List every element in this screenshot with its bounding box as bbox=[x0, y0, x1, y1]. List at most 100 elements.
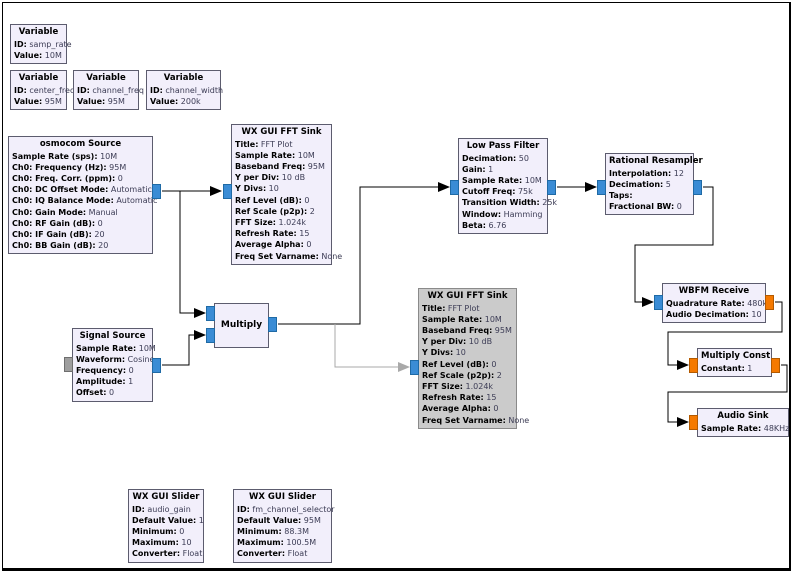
block-param: ID: fm_channel_selector bbox=[237, 504, 335, 514]
in-port-1[interactable] bbox=[206, 328, 215, 343]
in-port[interactable] bbox=[223, 184, 232, 199]
block-param: Maximum: 10 bbox=[132, 538, 192, 548]
block-param: Ch0: Freq. Corr. (ppm): 0 bbox=[12, 173, 123, 183]
block-param: Ch0: IF Gain (dB): 20 bbox=[12, 229, 105, 239]
out-port[interactable] bbox=[771, 358, 780, 373]
connection-multiply-to-low-pass-filter[interactable] bbox=[278, 182, 450, 325]
block-param: Frequency: 0 bbox=[76, 365, 134, 375]
block-param: Y Divs: 10 bbox=[235, 184, 279, 194]
block-param: ID: samp_rate bbox=[14, 39, 72, 49]
block-param: Window: Hamming bbox=[462, 209, 543, 219]
out-port[interactable] bbox=[268, 317, 277, 332]
wx-gui-fft-sink-disabled-block-title: WX GUI FFT Sink bbox=[427, 291, 508, 301]
block-param: Y per Div: 10 dB bbox=[235, 173, 306, 183]
block-param: Ref Level (dB): 0 bbox=[235, 195, 310, 205]
multiply-const-block-title: Multiply Const bbox=[701, 351, 771, 361]
block-param: Baseband Freq: 95M bbox=[422, 325, 512, 335]
block-param: Sample Rate: 10M bbox=[76, 343, 156, 353]
in-port[interactable] bbox=[410, 360, 419, 375]
block-param: Refresh Rate: 15 bbox=[422, 393, 497, 403]
out-port[interactable] bbox=[765, 295, 774, 310]
block-param: Offset: 0 bbox=[76, 388, 115, 398]
block-param: Average Alpha: 0 bbox=[235, 240, 312, 250]
out-port[interactable] bbox=[547, 180, 556, 195]
block-param: Y Divs: 10 bbox=[422, 348, 466, 358]
audio-sink-block-title: Audio Sink bbox=[717, 411, 769, 421]
connection-osmocom-to-multiply[interactable] bbox=[179, 191, 206, 318]
connection-multiply-to-disabled-fft-sink[interactable] bbox=[334, 324, 410, 372]
block-param: Baseband Freq: 95M bbox=[235, 161, 325, 171]
block-param: FFT Size: 1.024k bbox=[235, 217, 307, 227]
block-param: Freq Set Varname: None bbox=[422, 415, 530, 425]
block-param: Decimation: 50 bbox=[462, 153, 529, 163]
block-param: Default Value: 1 bbox=[132, 515, 204, 525]
in-port[interactable] bbox=[689, 358, 698, 373]
block-param: Value: 95M bbox=[14, 96, 62, 106]
out-port[interactable] bbox=[152, 184, 161, 199]
variable-channel-freq-block-title: Variable bbox=[86, 73, 126, 83]
block-param: Constant: 1 bbox=[701, 363, 753, 373]
block-param: Audio Decimation: 10 bbox=[666, 309, 762, 319]
block-param: Converter: Float bbox=[132, 549, 203, 559]
block-param: Converter: Float bbox=[237, 549, 308, 559]
block-param: Title: FFT Plot bbox=[235, 139, 293, 149]
in-port[interactable] bbox=[450, 180, 459, 195]
wx-gui-slider-fm-channel-block-title: WX GUI Slider bbox=[249, 492, 316, 502]
block-param: Ch0: IQ Balance Mode: Automatic bbox=[12, 196, 158, 206]
block-param: Quadrature Rate: 480k bbox=[666, 298, 768, 308]
block-param: ID: channel_width bbox=[150, 85, 224, 95]
in-port[interactable] bbox=[597, 180, 606, 195]
rational-resampler-block-title: Rational Resampler bbox=[609, 156, 703, 166]
block-param: ID: audio_gain bbox=[132, 504, 191, 514]
block-param: Ch0: Gain Mode: Manual bbox=[12, 207, 118, 217]
block-param: Ch0: RF Gain (dB): 0 bbox=[12, 218, 103, 228]
wx-gui-fft-sink-block-title: WX GUI FFT Sink bbox=[241, 127, 322, 137]
block-param: Sample Rate: 10M bbox=[462, 175, 542, 185]
connection-resampler-to-wbfm[interactable] bbox=[634, 186, 714, 307]
multiply-block[interactable]: Multiply bbox=[206, 303, 277, 348]
block-param: Amplitude: 1 bbox=[76, 377, 134, 387]
low-pass-filter-block-title: Low Pass Filter bbox=[466, 141, 540, 151]
block-param: Default Value: 95M bbox=[237, 515, 321, 525]
block-param: Refresh Rate: 15 bbox=[235, 229, 310, 239]
block-param: Ref Scale (p2p): 2 bbox=[235, 206, 315, 216]
in-port[interactable] bbox=[654, 295, 663, 310]
signal-source-block-title: Signal Source bbox=[79, 331, 146, 341]
msg-in-port[interactable] bbox=[64, 357, 73, 372]
block-param: Ref Scale (p2p): 2 bbox=[422, 370, 502, 380]
connection-signal-source-to-multiply[interactable] bbox=[162, 330, 206, 366]
connection-multiply-const-to-audio-sink[interactable] bbox=[667, 364, 788, 427]
block-param: Ch0: Frequency (Hz): 95M bbox=[12, 162, 127, 172]
variable-channel-width-block-title: Variable bbox=[163, 73, 204, 83]
in-port-0[interactable] bbox=[206, 306, 215, 321]
block-param: Beta: 6.76 bbox=[462, 220, 507, 230]
block-param: FFT Size: 1.024k bbox=[422, 381, 494, 391]
block-param: Ch0: BB Gain (dB): 20 bbox=[12, 241, 109, 251]
in-port[interactable] bbox=[689, 415, 698, 430]
out-port[interactable] bbox=[152, 358, 161, 373]
out-port[interactable] bbox=[693, 180, 702, 195]
connection-wbfm-to-multiply-const[interactable] bbox=[667, 301, 783, 370]
block-param: Maximum: 100.5M bbox=[237, 538, 317, 548]
block-param: Title: FFT Plot bbox=[422, 303, 480, 313]
block-param: Sample Rate: 10M bbox=[235, 150, 315, 160]
block-param: Value: 95M bbox=[77, 96, 125, 106]
block-param: Ref Level (dB): 0 bbox=[422, 359, 497, 369]
